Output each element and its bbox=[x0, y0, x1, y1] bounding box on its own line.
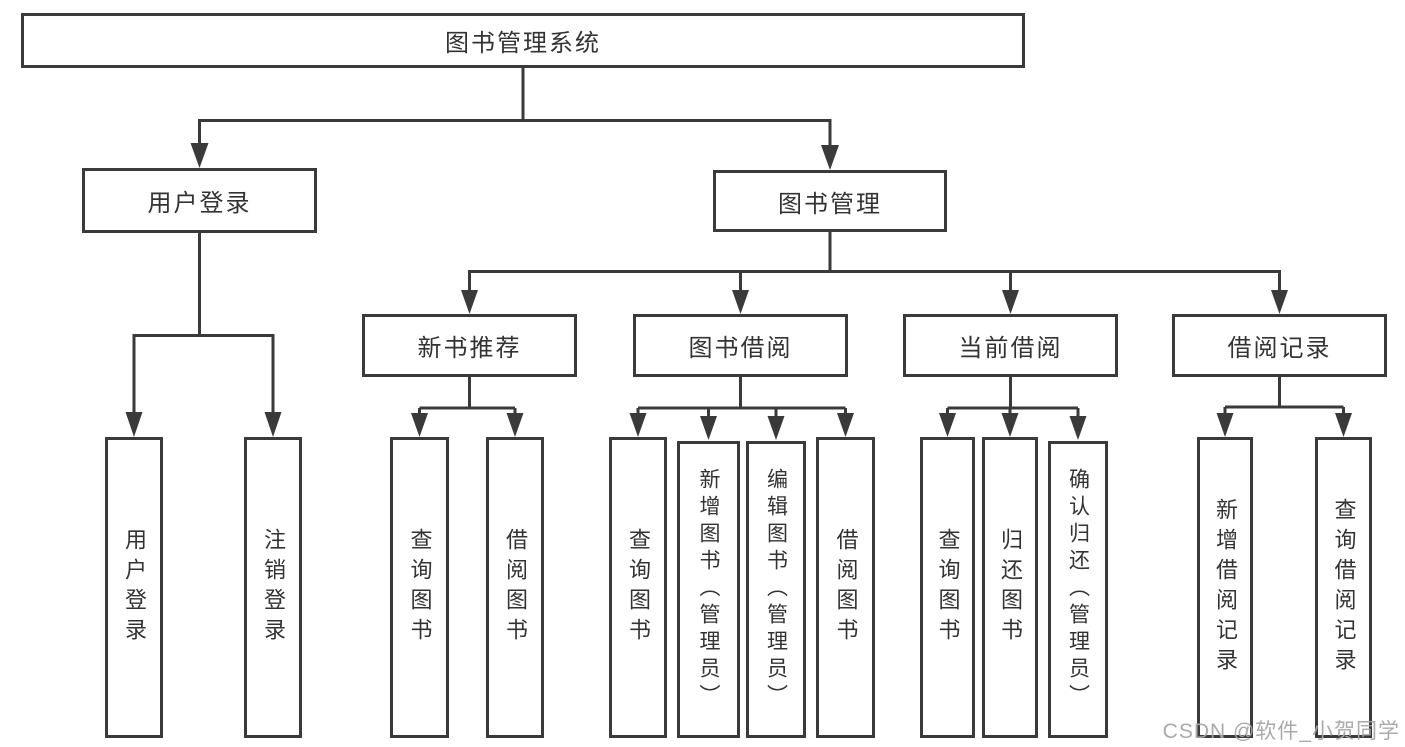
node-root: 图书管理系统 bbox=[21, 13, 1025, 68]
leaf-add-book-admin-label: 新增图书（管理员） bbox=[697, 468, 720, 711]
arrowhead bbox=[190, 143, 209, 168]
arrowhead bbox=[837, 413, 854, 437]
arrowhead bbox=[700, 416, 717, 440]
node-book-mgmt-group-label: 图书管理 bbox=[778, 190, 882, 218]
connector-user-login-to-leaves bbox=[125, 233, 282, 437]
leaf-confirm-return-admin-label: 确认归还（管理员） bbox=[1066, 468, 1090, 711]
connector-book-mgmt-to-level3 bbox=[461, 232, 1288, 314]
leaf-add-borrow-record-label: 新增借阅记录 bbox=[1213, 497, 1238, 678]
csdn-watermark: CSDN @软件_小贺同学 bbox=[1162, 720, 1400, 743]
connector-new-book-rec-to-leaves bbox=[411, 377, 524, 437]
leaf-return-book-label: 归还图书 bbox=[998, 527, 1023, 648]
arrowhead bbox=[461, 290, 478, 314]
leaf-borrow-book-1-label: 借阅图书 bbox=[503, 527, 528, 648]
arrowhead bbox=[732, 290, 749, 314]
arrowhead bbox=[767, 416, 785, 440]
node-new-book-rec: 新书推荐 bbox=[362, 314, 577, 377]
leaf-return-book: 归还图书 bbox=[982, 437, 1038, 738]
node-new-book-rec-label: 新书推荐 bbox=[417, 335, 522, 362]
node-book-mgmt-group: 图书管理 bbox=[713, 170, 947, 232]
leaf-user-login-label: 用户登录 bbox=[122, 527, 147, 648]
arrowhead bbox=[629, 413, 647, 437]
leaf-borrow-book-2: 借阅图书 bbox=[816, 437, 875, 738]
leaf-query-book-3-label: 查询图书 bbox=[935, 527, 961, 648]
arrowhead bbox=[506, 413, 524, 437]
arrowhead bbox=[1069, 416, 1087, 440]
leaf-query-book-1-label: 查询图书 bbox=[407, 527, 433, 648]
arrowhead bbox=[1335, 413, 1352, 437]
leaf-borrow-book-2-label: 借阅图书 bbox=[833, 527, 859, 648]
leaf-add-book-admin: 新增图书（管理员） bbox=[677, 441, 740, 738]
leaf-edit-book-admin: 编辑图书（管理员） bbox=[746, 441, 806, 738]
leaf-query-book-1: 查询图书 bbox=[390, 437, 449, 738]
arrowhead bbox=[821, 145, 839, 170]
leaf-query-book-3: 查询图书 bbox=[920, 437, 975, 738]
node-borrow-records: 借阅记录 bbox=[1172, 314, 1387, 377]
arrowhead bbox=[411, 413, 428, 437]
arrowhead bbox=[264, 412, 282, 437]
connector-current-borrow-to-leaves bbox=[939, 377, 1087, 440]
node-user-login-group-label: 用户登录 bbox=[147, 190, 252, 217]
leaf-query-book-2-label: 查询图书 bbox=[626, 527, 651, 648]
node-book-borrow-label: 图书借阅 bbox=[688, 335, 793, 362]
leaf-add-borrow-record: 新增借阅记录 bbox=[1197, 437, 1253, 738]
leaf-logout: 注销登录 bbox=[244, 437, 302, 738]
leaf-query-book-2: 查询图书 bbox=[609, 437, 667, 738]
node-root-label: 图书管理系统 bbox=[445, 30, 601, 57]
leaf-user-login: 用户登录 bbox=[105, 437, 163, 738]
leaf-confirm-return-admin: 确认归还（管理员） bbox=[1048, 441, 1108, 738]
node-user-login-group: 用户登录 bbox=[82, 168, 317, 233]
arrowhead bbox=[1271, 290, 1288, 314]
arrowhead bbox=[1001, 413, 1019, 437]
node-book-borrow: 图书借阅 bbox=[633, 314, 848, 377]
connector-root-to-level2 bbox=[190, 68, 839, 170]
leaf-logout-label: 注销登录 bbox=[261, 527, 286, 648]
connector-book-borrow-to-leaves bbox=[629, 377, 854, 440]
node-current-borrow: 当前借阅 bbox=[903, 314, 1118, 377]
node-borrow-records-label: 借阅记录 bbox=[1227, 335, 1332, 362]
leaf-query-borrow-record-label: 查询借阅记录 bbox=[1331, 497, 1357, 678]
arrowhead bbox=[1216, 413, 1234, 437]
leaf-edit-book-admin-label: 编辑图书（管理员） bbox=[764, 468, 788, 711]
connector-borrow-records-to-leaves bbox=[1216, 377, 1352, 437]
node-current-borrow-label: 当前借阅 bbox=[958, 335, 1063, 362]
arrowhead bbox=[125, 412, 143, 437]
leaf-query-borrow-record: 查询借阅记录 bbox=[1315, 437, 1372, 738]
arrowhead bbox=[939, 413, 956, 437]
leaf-borrow-book-1: 借阅图书 bbox=[486, 437, 544, 738]
arrowhead bbox=[1002, 290, 1019, 314]
